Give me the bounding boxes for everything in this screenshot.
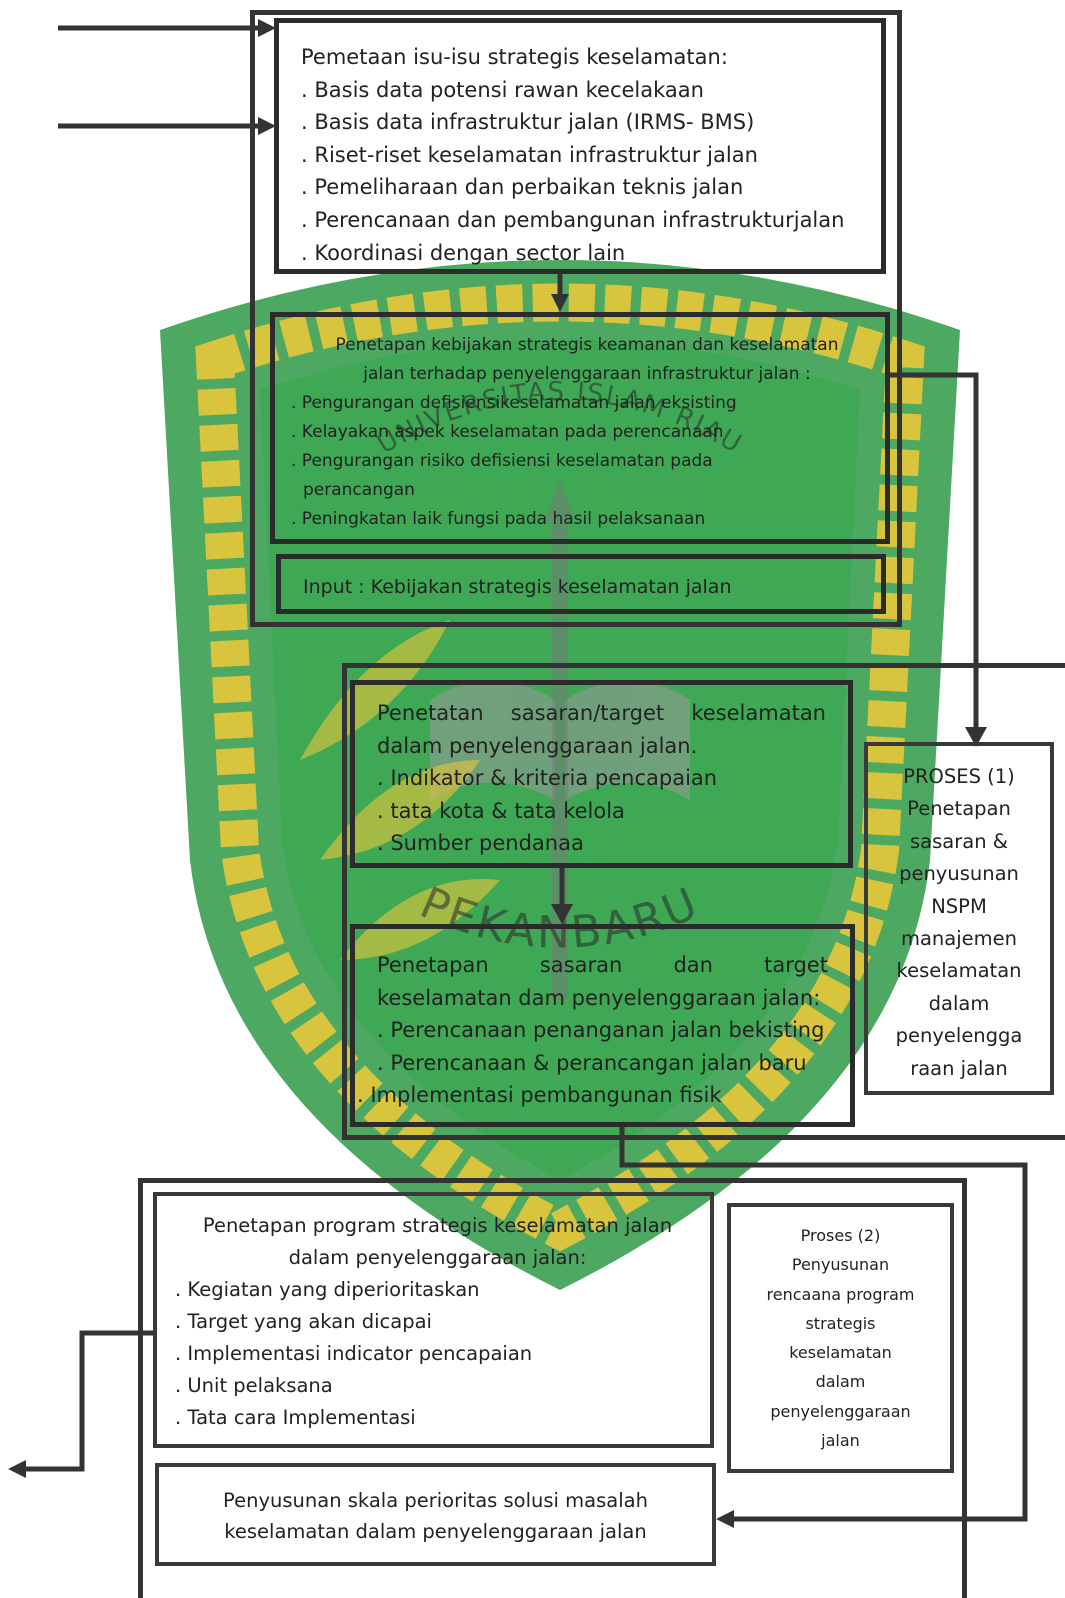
box6-title-line: dalam penyelenggaraan jalan: [288,1246,587,1269]
box-pemetaan-isu: Pemetaan isu-isu strategis keselamatan: … [274,18,886,274]
group-frame-2 [342,663,1065,1140]
proses2-line: Penyusunan [791,1255,890,1275]
proses2-line: Proses (2) [800,1226,881,1245]
arrowhead-box5 [551,904,573,924]
group-frame-1 [250,10,902,627]
box3-text: Input : Kebijakan strategis keselamatan … [303,576,732,598]
leaf-icon [300,620,500,960]
proses1-line: NSPM [931,894,987,918]
arrowhead-proses1 [965,727,987,747]
box6-item: . Unit pelaksana [175,1374,333,1397]
box5-title-word: target [764,953,828,977]
proses1-line: manajemen [900,927,1018,951]
box4-item: . Indikator & kriteria pencapaian [377,766,718,790]
arrowhead-in-1 [258,19,276,37]
box5-title-line2: keselamatan dam penyelenggaraan jalan: [377,985,821,1010]
box2-item: . Kelayakan aspek keselamatan pada peren… [291,422,724,442]
box4-title-word: sasaran/target [510,701,665,725]
box5-title-line1: Penetapan sasaran dan target [377,949,828,982]
group-frame-3 [138,1178,967,1598]
arrow-box5-box7 [619,1127,1028,1522]
box6-title-line: Penetapan program strategis keselamatan … [202,1214,673,1237]
box5-item: . Perencanaan & perancangan jalan baru [377,1050,807,1075]
arrow-box6-out [20,1330,155,1472]
box4-title-line1: Penetatan sasaran/target keselamatan [377,697,826,730]
box-proses-1: PROSES (1) Penetapan sasaran & penyusuna… [864,742,1054,1095]
proses1-line: penyelengga [895,1024,1023,1048]
box7-line: keselamatan dalam penyelenggaraan jalan [224,1520,647,1543]
box1-item: . Perencanaan dan pembangunan infrastruk… [301,207,845,232]
box-penetatan-sasaran: Penetatan sasaran/target keselamatan dal… [350,680,853,868]
box4-item: . Sumber pendanaa [377,831,584,855]
box5-title-word: dan [673,953,713,977]
box6-item: . Implementasi indicator pencapaian [175,1342,533,1365]
box-program-strategis: Penetapan program strategis keselamatan … [153,1192,714,1448]
box5-item: . Implementasi pembangunan fisik [357,1083,722,1107]
arrowhead-in-2 [258,117,276,135]
box6-item: . Kegiatan yang diperioritaskan [175,1278,480,1301]
box2-item: . Peningkatan laik fungsi pada hasil pel… [291,509,706,529]
box-input: Input : Kebijakan strategis keselamatan … [276,554,886,614]
arrowhead-box2 [551,294,569,312]
rope-border [195,283,925,1252]
box1-item: . Koordinasi dengan sector lain [301,240,626,265]
proses2-line: jalan [821,1431,860,1451]
box2-title-line: Penetapan kebijakan strategis keamanan d… [335,335,839,355]
proses2-line: keselamatan [789,1343,892,1363]
proses2-line: penyelenggaraan [770,1401,911,1421]
box2-item: . Pengurangan defisiensikeselamatan jala… [291,393,737,413]
box4-item: . tata kota & tata kelola [377,798,625,823]
box6-item: . Target yang akan dicapai [175,1310,432,1333]
box1-item: . Basis data potensi rawan kecelakaan [301,77,704,102]
arrowhead-box7 [716,1510,734,1528]
proses1-line: dalam [928,991,990,1015]
box-penetapan-sasaran: Penetapan sasaran dan target keselamatan… [350,924,855,1127]
box-skala-perioritas: Penyusunan skala perioritas solusi masal… [155,1463,716,1566]
box2-item: . Pengurangan risiko defisiensi keselama… [291,451,713,471]
proses2-line: strategis [805,1313,876,1333]
arrowhead-out [8,1460,26,1478]
box1-item: . Riset-riset keselamatan infrastruktur … [301,142,758,167]
box5-title-word: Penetapan [377,953,489,977]
box6-item: . Tata cara Implementasi [175,1406,416,1429]
proses2-line: rencaana program [766,1284,915,1304]
box-penetapan-kebijakan: Penetapan kebijakan strategis keamanan d… [270,312,890,544]
box1-title: Pemetaan isu-isu strategis keselamatan: [301,45,728,69]
proses1-line: PROSES (1) [903,765,1015,788]
proses2-line: dalam [815,1372,866,1392]
box4-title-word: Penetatan [377,701,484,725]
box-proses-2: Proses (2) Penyusunan rencaana program s… [727,1203,954,1473]
box2-item: perancangan [303,480,415,500]
proses1-line: keselamatan [896,959,1022,983]
box2-title-line: jalan terhadap penyelenggaraan infrastru… [363,364,811,384]
proses1-line: penyusunan [899,862,1019,886]
box1-item: . Pemeliharaan dan perbaikan teknis jala… [301,175,744,200]
box4-title-line2: dalam penyelenggaraan jalan. [377,733,698,758]
box5-item: . Perencanaan penanganan jalan bekisting [377,1018,825,1042]
arrow-box2-proses1 [888,372,979,735]
box5-title-word: sasaran [539,953,623,977]
box1-item: . Basis data infrastruktur jalan (IRMS- … [301,110,755,135]
box7-line: Penyusunan skala perioritas solusi masal… [223,1489,648,1512]
box4-title-word: keselamatan [691,701,826,725]
proses1-line: Penetapan [907,797,1011,821]
proses1-line: raan jalan [910,1056,1008,1080]
proses1-line: sasaran & [910,829,1008,853]
